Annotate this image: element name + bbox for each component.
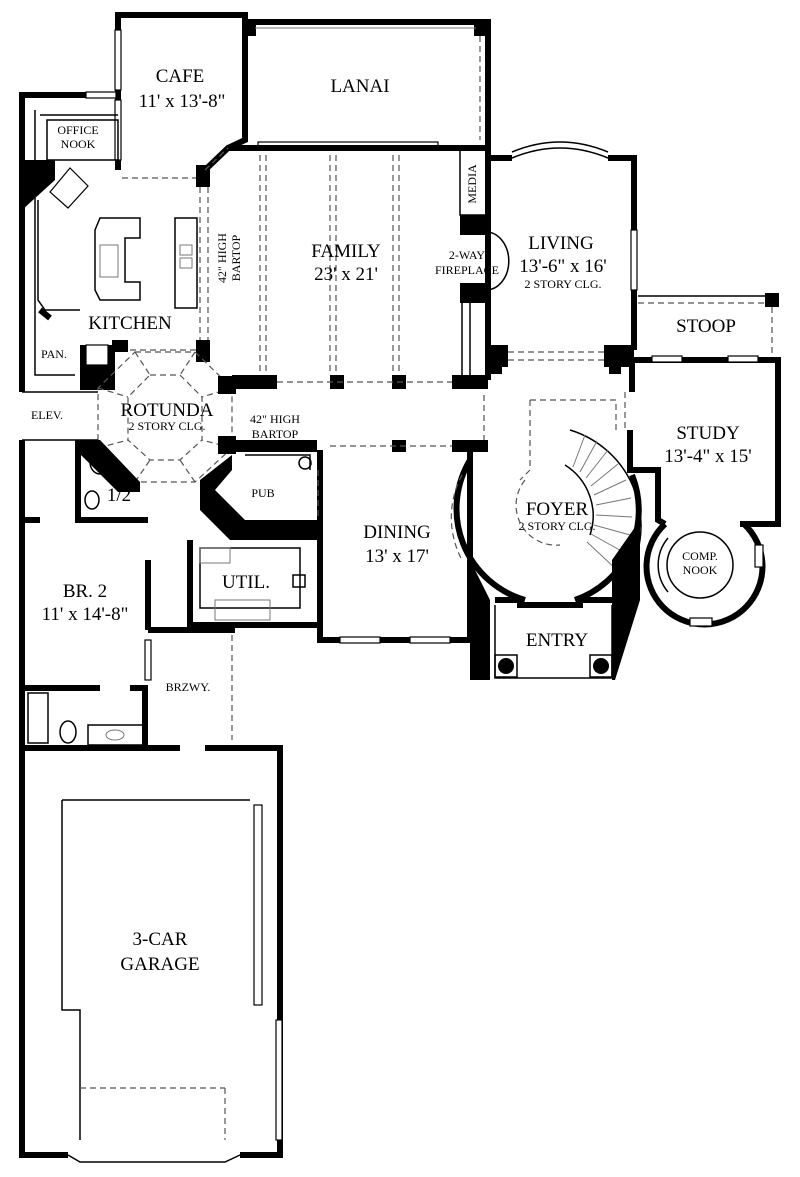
fireplace-label-1: 2-WAY [449, 248, 486, 262]
cafe-label: CAFE [156, 66, 205, 87]
rotunda-walls [97, 351, 236, 483]
kitchen-label: KITCHEN [88, 313, 172, 334]
breezeway-label: BRZWY. [166, 680, 211, 694]
rotunda-label: ROTUNDA [121, 400, 214, 421]
service-walls [22, 391, 320, 628]
foyer-note: 2 STORY CLG. [518, 519, 595, 533]
hall-bartop-label-2: BARTOP [252, 427, 299, 441]
garage-walls [19, 440, 283, 1163]
pantry-label: PAN. [41, 347, 67, 361]
kitchen-walls [19, 91, 210, 392]
elevator-label: ELEV. [31, 408, 63, 422]
rotunda-note: 2 STORY CLG. [128, 419, 205, 433]
kitchen-bartop-label-1: 42" HIGH [215, 233, 229, 283]
comp-nook-label-1: COMP. [682, 549, 718, 563]
bedroom2-size: 11' x 14'-8" [42, 604, 129, 625]
lanai-walls [242, 19, 491, 150]
media-label: MEDIA [465, 164, 479, 204]
entry-walls [494, 597, 613, 679]
lanai-label: LANAI [330, 76, 389, 97]
garage-label-2: GARAGE [120, 954, 199, 975]
garage-label-1: 3-CAR [133, 929, 188, 950]
family-walls [204, 145, 510, 389]
cafe-size: 11' x 13'-8" [139, 91, 226, 112]
living-label: LIVING [528, 233, 594, 254]
study-walls [624, 355, 781, 527]
comp-nook-walls [643, 521, 766, 628]
stoop-label: STOOP [676, 316, 736, 337]
living-walls [486, 141, 638, 367]
study-size: 13'-4" x 15' [664, 446, 751, 467]
family-size: 23' x 21' [314, 264, 378, 285]
fireplace-label-2: FIREPLACE [435, 263, 499, 277]
foyer-walls [450, 362, 642, 680]
bedroom2-label: BR. 2 [63, 581, 107, 602]
entry-label: ENTRY [526, 630, 589, 651]
hall-bartop-label-1: 42" HIGH [250, 412, 300, 426]
foyer-label: FOYER [526, 499, 589, 520]
comp-nook-label-2: NOOK [683, 563, 718, 577]
stoop-walls [638, 293, 779, 355]
kitchen-bartop-label-2: BARTOP [229, 234, 243, 281]
living-size: 13'-6" x 16' [519, 256, 606, 277]
study-label: STUDY [676, 423, 740, 444]
dining-size: 13' x 17' [365, 546, 429, 567]
dining-walls [232, 395, 488, 644]
dining-label: DINING [363, 522, 431, 543]
living-note: 2 STORY CLG. [524, 277, 601, 291]
family-label: FAMILY [311, 241, 381, 262]
office-nook-label-1: OFFICE [57, 123, 98, 137]
utility-label: UTIL. [222, 572, 270, 593]
pub-label: PUB [251, 486, 274, 500]
office-nook-label-2: NOOK [61, 137, 96, 151]
bedroom-walls [22, 560, 235, 748]
half-bath-label: 1/2 [107, 485, 131, 506]
